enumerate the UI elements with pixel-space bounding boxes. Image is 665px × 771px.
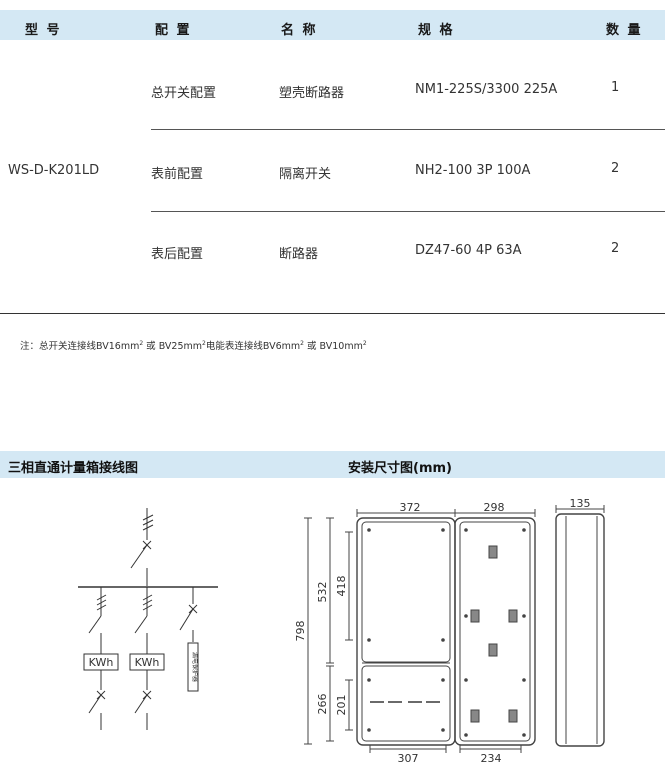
row-2-name: 隔离开关 <box>279 167 332 182</box>
header-qty: 数 量 <box>606 23 643 38</box>
wiring-diagram: KWh KWh 漏电保护器 <box>78 508 218 730</box>
model-cell: WS-D-K201LD <box>8 163 100 178</box>
note-text: 或 BV25mm <box>143 341 203 352</box>
row-1-qty: 1 <box>611 80 620 95</box>
dim-lower-inner: 201 <box>335 695 348 716</box>
dim-upper-height: 532 <box>316 582 329 603</box>
note-text: 电能表连接线BV6mm <box>205 341 301 352</box>
row-1-name: 塑壳断路器 <box>279 86 345 101</box>
row-2-spec: NH2-100 3P 100A <box>415 163 531 178</box>
dim-top-right: 298 <box>484 501 505 514</box>
table-bottom-border <box>0 313 665 314</box>
dim-depth: 135 <box>570 497 591 510</box>
row-3-spec: DZ47-60 4P 63A <box>415 243 522 258</box>
row-divider <box>151 211 665 212</box>
row-divider <box>151 129 665 130</box>
dim-bottom-right: 234 <box>481 752 502 765</box>
dim-upper-inner: 418 <box>335 576 348 597</box>
meter-label-1: KWh <box>89 656 114 669</box>
dimension-drawing: 372 298 135 307 234 798 532 418 266 201 <box>295 497 605 765</box>
note-sup: 2 <box>202 339 206 347</box>
section-header-band <box>0 451 665 478</box>
header-spec: 规 格 <box>418 23 455 38</box>
header-name: 名 称 <box>281 23 318 38</box>
header-config: 配 置 <box>155 23 192 38</box>
dim-lower-height: 266 <box>316 694 329 715</box>
header-model: 型 号 <box>25 23 62 38</box>
note-text: 或 BV10mm <box>303 341 363 352</box>
row-2-qty: 2 <box>611 161 620 176</box>
note-sup: 2 <box>139 339 144 347</box>
dim-bottom-left: 307 <box>398 752 419 765</box>
row-1-config: 总开关配置 <box>151 86 217 101</box>
meter-label-2: KWh <box>135 656 160 669</box>
note-text: 注：总开关连接线BV16mm <box>20 341 140 352</box>
dim-top-left: 372 <box>400 501 421 514</box>
row-3-config: 表后配置 <box>151 247 204 262</box>
row-1-spec: NM1-225S/3300 225A <box>415 82 558 97</box>
row-2-config: 表前配置 <box>151 167 204 182</box>
note-sup: 2 <box>362 339 367 347</box>
wiring-section-title: 三相直通计量箱接线图 <box>8 461 139 476</box>
row-3-name: 断路器 <box>279 247 319 262</box>
wire-note: 注：总开关连接线BV16mm2 或 BV25mm2电能表连接线BV6mm2 或 … <box>20 338 367 352</box>
row-3-qty: 2 <box>611 241 620 256</box>
dims-section-title: 安装尺寸图(mm) <box>348 461 452 476</box>
dim-total-height: 798 <box>295 621 307 642</box>
note-sup: 2 <box>300 339 304 347</box>
table-header-band <box>0 10 665 40</box>
side-device-label: 漏电保护器 <box>191 652 199 682</box>
